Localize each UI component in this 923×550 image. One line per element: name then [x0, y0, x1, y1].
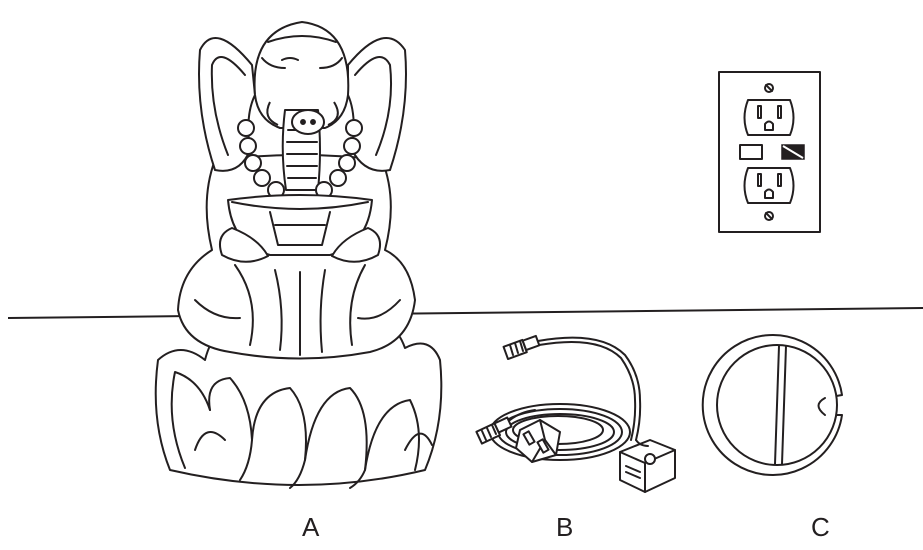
label-a: A [302, 512, 319, 542]
pump-with-cord-icon [476, 336, 675, 492]
wall-outlet-icon [719, 72, 820, 232]
table-edge-line [8, 308, 923, 318]
label-b: B [556, 512, 573, 542]
split-ring-icon [703, 335, 842, 475]
elephant-fountain-statue-icon [156, 22, 442, 488]
label-c: C [811, 512, 830, 542]
